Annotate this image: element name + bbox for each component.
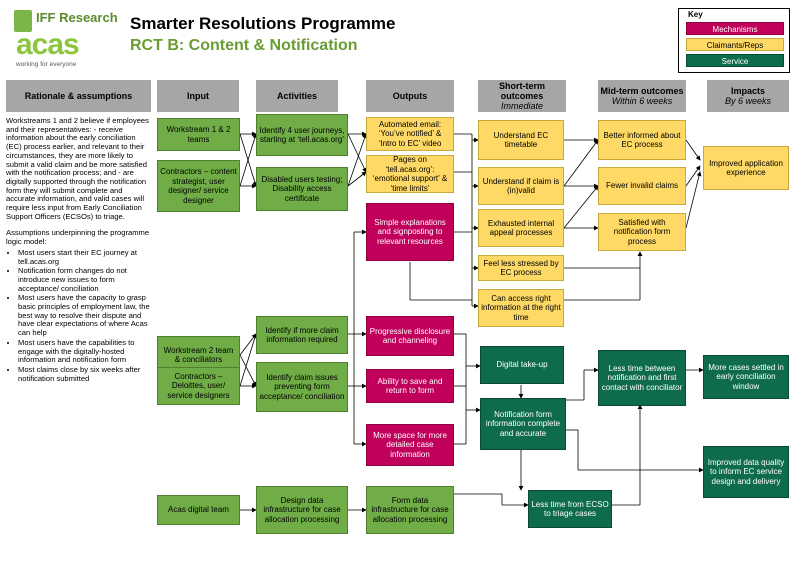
acas-tagline: working for everyone: [16, 61, 77, 68]
short-term-exhausted-appeals: Exhausted internal appeal processes: [478, 209, 564, 247]
output-progressive-disclosure: Progressive disclosure and channeling: [366, 316, 454, 356]
header-rationale: Rationale & assumptions: [6, 80, 151, 112]
legend-service: Service: [686, 54, 784, 67]
short-term-form-complete: Notification form information complete a…: [480, 398, 566, 450]
output-more-space: More space for more detailed case inform…: [366, 424, 454, 466]
impact-more-cases-settled: More cases settled in early conciliation…: [703, 355, 789, 399]
activity-identify-claim-info: Identify if more claim information requi…: [256, 316, 348, 354]
short-term-digital-take-up: Digital take-up: [480, 346, 564, 384]
assumption-item: Most users start their EC journey at tel…: [18, 248, 151, 266]
header-mid-term-title: Mid-term outcomes: [600, 86, 684, 96]
header-input: Input: [157, 80, 239, 112]
activity-identify-journeys: Identify 4 user journeys, starting at ‘t…: [256, 114, 348, 156]
page-subtitle: RCT B: Content & Notification: [130, 37, 358, 54]
assumption-item: Most users have the capabilities to enga…: [18, 338, 151, 365]
short-term-claim-valid: Understand if claim is (in)valid: [478, 167, 564, 205]
iff-logo-icon: [14, 10, 32, 32]
output-simple-explanations: Simple explanations and signposting to r…: [366, 203, 454, 261]
output-automated-email: Automated email: ‘You’ve notified’ & ‘In…: [366, 117, 454, 151]
header-short-term: Short-term outcomes Immediate: [478, 80, 566, 112]
output-pages-tell-acas: Pages on ‘tell.acas.org’: ‘emotional sup…: [366, 155, 454, 193]
acas-logo: acas: [16, 28, 80, 61]
short-term-less-time-ecso: Less time from ECSO to triage cases: [528, 490, 612, 528]
rationale-para-1: Workstreams 1 and 2 believe if employees…: [6, 116, 149, 221]
mid-term-satisfied: Satisfied with notification form process: [598, 213, 686, 251]
legend-mechanisms: Mechanisms: [686, 22, 784, 35]
assumptions-list: Most users start their EC journey at tel…: [6, 248, 151, 384]
assumption-item: Notification form changes do not introdu…: [18, 266, 151, 293]
iff-logo-text: IFF Research: [36, 10, 118, 25]
header-mid-term: Mid-term outcomes Within 6 weeks: [598, 80, 686, 112]
header-impacts: Impacts By 6 weeks: [707, 80, 789, 112]
rationale-para-2: Assumptions underpinning the programme l…: [6, 228, 150, 247]
assumption-item: Most claims close by six weeks after not…: [18, 365, 151, 383]
input-contractors-content: Contractors – content strategist, user d…: [157, 160, 240, 212]
header-impacts-title: Impacts: [730, 86, 765, 96]
rationale-text: Workstreams 1 and 2 believe if employees…: [6, 116, 151, 384]
output-form-data-infra: Form data infrastructure for case alloca…: [366, 486, 454, 534]
short-term-right-information: Can access right information at the righ…: [478, 289, 564, 327]
input-workstream-1-2: Workstream 1 & 2 teams: [157, 118, 240, 151]
header-impacts-sub: By 6 weeks: [724, 96, 772, 106]
mid-term-less-time-between: Less time between notification and first…: [598, 350, 686, 406]
impact-improved-data-quality: Improved data quality to inform EC servi…: [703, 446, 789, 498]
activity-identify-claim-issues: Identify claim issues preventing form ac…: [256, 362, 348, 412]
page-title: Smarter Resolutions Programme: [130, 14, 396, 33]
output-save-return: Ability to save and return to form: [366, 369, 454, 403]
legend-claimants: Claimants/Reps: [686, 38, 784, 51]
mid-term-fewer-invalid: Fewer invalid claims: [598, 167, 686, 205]
input-acas-digital-team: Acas digital team: [157, 495, 240, 525]
mid-term-better-informed: Better informed about EC process: [598, 120, 686, 160]
header-activities: Activities: [256, 80, 338, 112]
short-term-understand-timetable: Understand EC timetable: [478, 120, 564, 160]
header-short-term-title: Short-term outcomes: [498, 81, 545, 101]
header-short-term-sub: Immediate: [500, 101, 544, 111]
header-mid-term-sub: Within 6 weeks: [611, 96, 673, 106]
activity-disabled-testing: Disabled users testing; Disability acces…: [256, 167, 348, 211]
impact-improved-experience: Improved application experience: [703, 146, 789, 190]
assumption-item: Most users have the capacity to grasp ba…: [18, 294, 151, 338]
activity-design-data-infra: Design data infrastructure for case allo…: [256, 486, 348, 534]
input-contractors-deloittes: Contractors – Deloittes, user/ service d…: [157, 367, 240, 405]
legend-title: Key: [688, 10, 703, 19]
short-term-less-stressed: Feel less stressed by EC process: [478, 255, 564, 281]
header-outputs: Outputs: [366, 80, 454, 112]
